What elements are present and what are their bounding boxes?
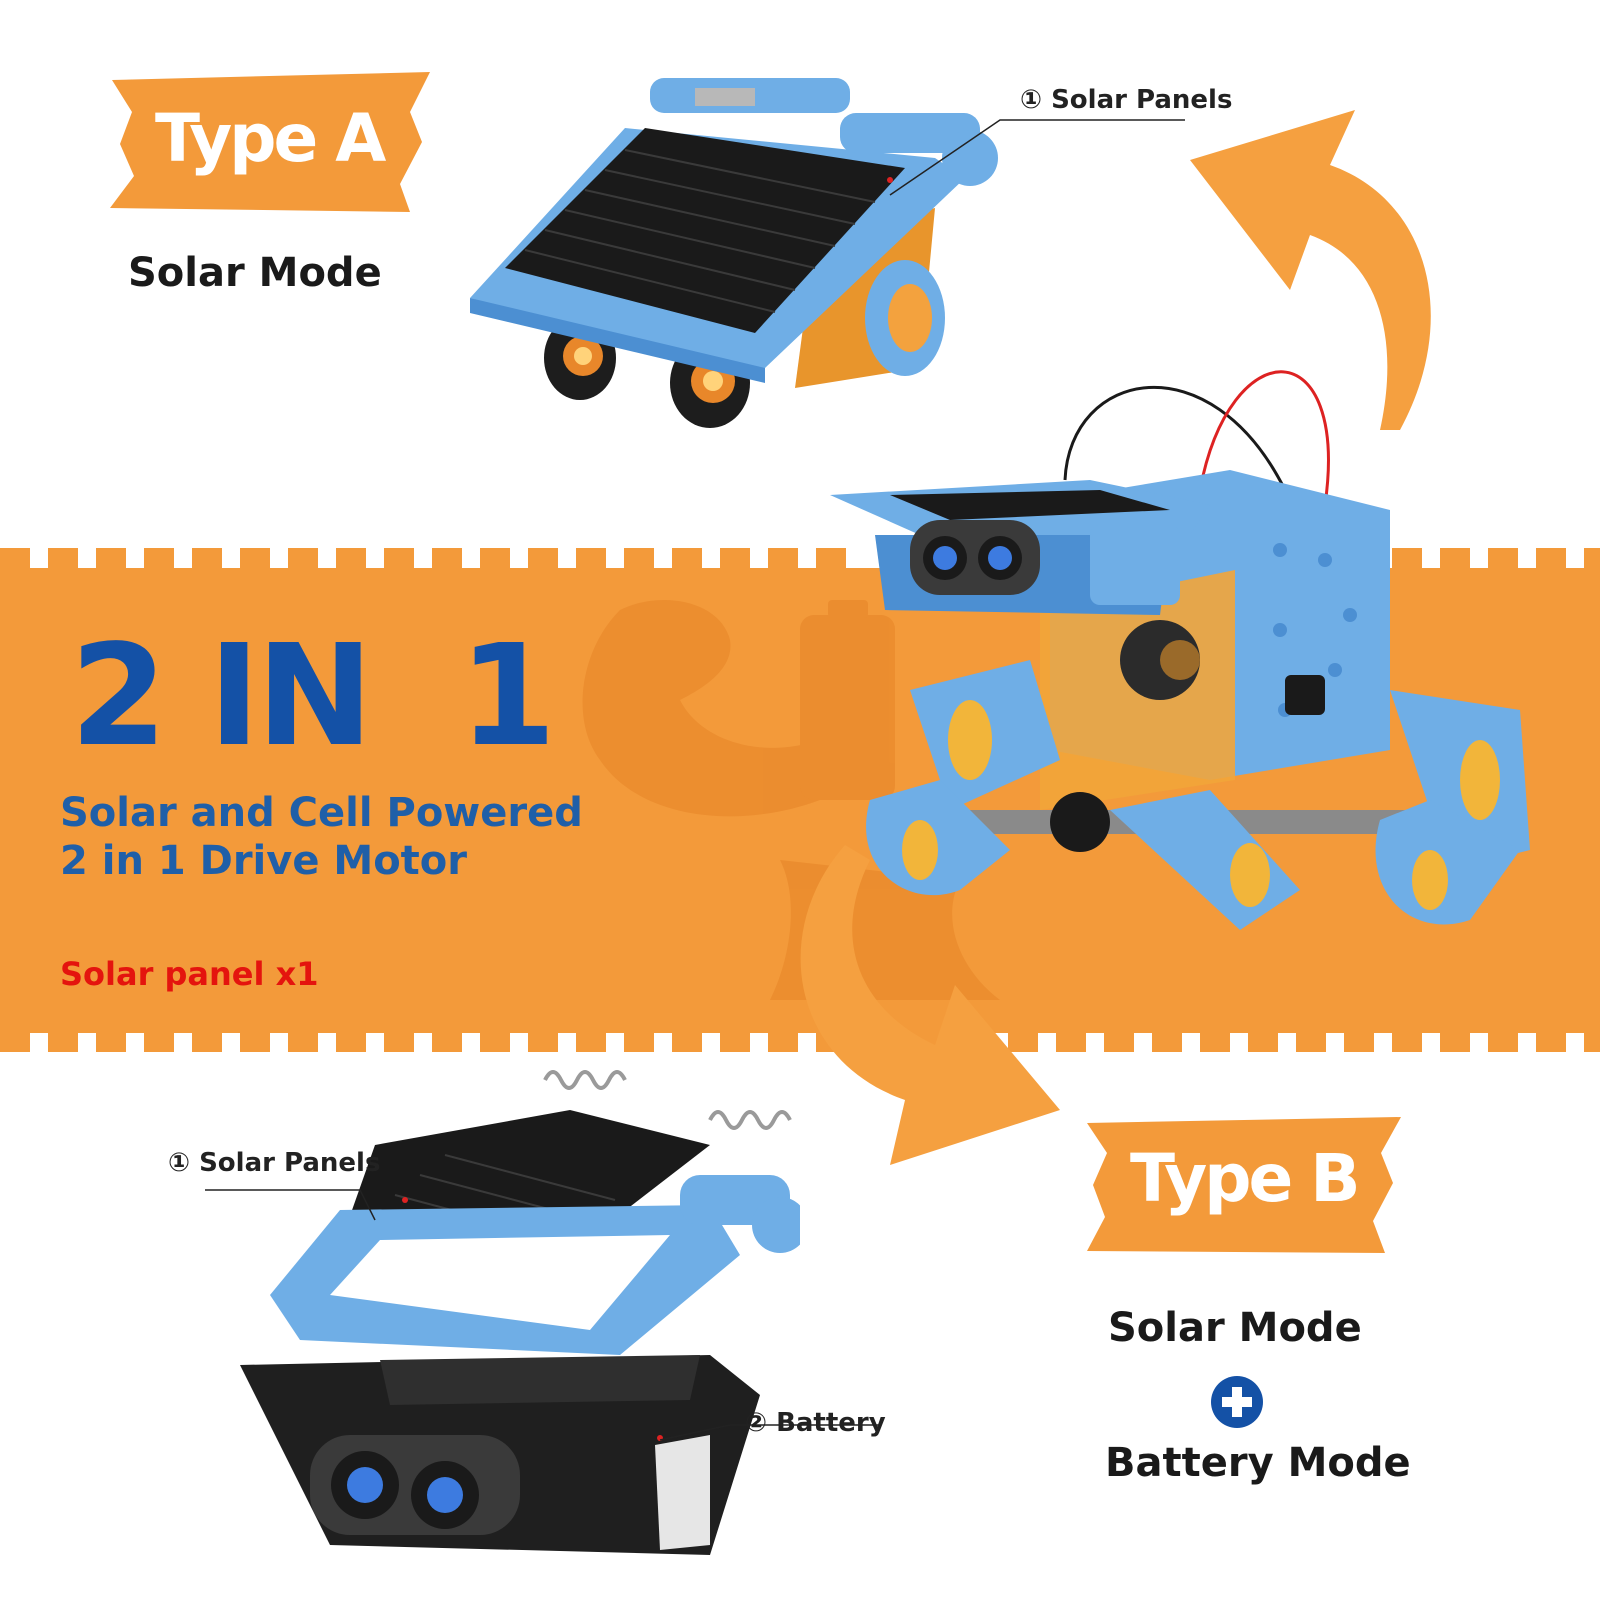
arrow-down-icon: [800, 845, 1060, 1165]
type-b-battery-callout: ② Battery: [745, 1408, 886, 1438]
type-a-callout-line: [889, 119, 1185, 196]
solar-panel-count: Solar panel x1: [60, 955, 319, 993]
solar-car-image: [470, 78, 998, 428]
type-b-solar-panels-callout: ① Solar Panels: [168, 1148, 381, 1178]
plus-icon: [1211, 1376, 1263, 1428]
headline: 2 IN 1: [70, 615, 556, 778]
type-b-mode-solar: Solar Mode: [1108, 1305, 1362, 1351]
type-b-label: Type B: [1130, 1140, 1361, 1217]
subline-1: Solar and Cell Powered: [60, 790, 583, 836]
type-a-label: Type A: [155, 100, 386, 177]
type-b-tag: [1087, 1117, 1401, 1253]
type-a-tag: [110, 72, 430, 212]
type-a-solar-panels-callout: ① Solar Panels: [1020, 85, 1233, 115]
exploded-view-image: [240, 1070, 800, 1555]
subline-2: 2 in 1 Drive Motor: [60, 838, 468, 884]
type-b-mode-battery: Battery Mode: [1105, 1440, 1411, 1486]
arrow-up-icon: [1190, 110, 1431, 430]
type-b-callout-lines: [205, 1189, 880, 1441]
type-a-mode: Solar Mode: [128, 250, 382, 296]
spider-robot-image: [830, 370, 1530, 930]
